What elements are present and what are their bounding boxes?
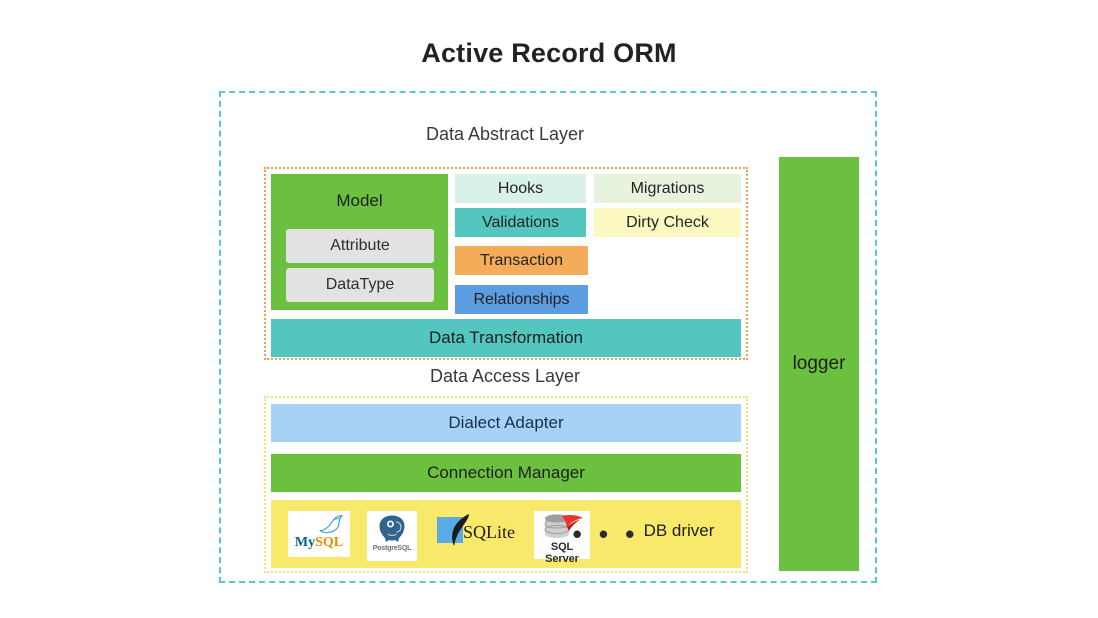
sqlite-feather-icon bbox=[452, 514, 469, 546]
db-driver-ellipsis: • • • bbox=[572, 519, 640, 549]
bar-data-transformation[interactable]: Data Transformation bbox=[271, 319, 741, 357]
feature-box-dirty-check[interactable]: Dirty Check bbox=[594, 208, 741, 237]
model-sub-block-datatype[interactable]: DataType bbox=[286, 268, 434, 302]
db-driver-label: DB driver bbox=[643, 521, 715, 540]
page-title: Active Record ORM bbox=[421, 38, 677, 68]
data-access-layer-heading: Data Access Layer bbox=[429, 366, 581, 386]
logger-column[interactable]: logger bbox=[779, 157, 859, 571]
mysql-dolphin-icon bbox=[319, 514, 343, 534]
bar-dialect-adapter[interactable]: Dialect Adapter bbox=[271, 404, 741, 442]
sqlserver-cylinder-icon bbox=[544, 514, 583, 538]
bar-connection-manager[interactable]: Connection Manager bbox=[271, 454, 741, 492]
postgresql-wordmark: PostgreSQL bbox=[372, 545, 412, 552]
mysql-wordmark-sql: SQL bbox=[315, 535, 344, 550]
postgresql-logo[interactable]: PostgreSQL bbox=[367, 511, 417, 561]
feature-box-validations[interactable]: Validations bbox=[455, 208, 586, 237]
feature-box-migrations[interactable]: Migrations bbox=[594, 174, 741, 203]
sqlserver-logo[interactable]: SQL Server bbox=[534, 511, 590, 565]
sqlserver-wordmark: SQL Server bbox=[545, 541, 579, 565]
data-access-layer-group bbox=[264, 396, 748, 573]
feature-box-relationships[interactable]: Relationships bbox=[455, 285, 588, 314]
model-title: Model bbox=[336, 191, 383, 210]
data-abstract-layer-heading: Data Abstract Layer bbox=[425, 124, 585, 144]
data-abstract-layer-group bbox=[264, 167, 748, 360]
mysql-wordmark: MySQL bbox=[288, 534, 350, 551]
sqlite-logo[interactable]: SQLite bbox=[437, 513, 523, 557]
model-sub-block-attribute[interactable]: Attribute bbox=[286, 229, 434, 263]
db-driver-row: MySQL PostgreSQL SQLite bbox=[271, 500, 741, 568]
mysql-logo[interactable]: MySQL bbox=[288, 511, 350, 557]
model-block[interactable]: Model Attribute DataType bbox=[271, 174, 448, 310]
logger-label: logger bbox=[792, 353, 846, 374]
postgresql-elephant-icon bbox=[379, 515, 405, 542]
feature-box-transaction[interactable]: Transaction bbox=[455, 246, 588, 275]
feature-box-hooks[interactable]: Hooks bbox=[455, 174, 586, 203]
sqlite-wordmark: SQLite bbox=[463, 522, 515, 542]
mysql-wordmark-my: My bbox=[294, 535, 316, 550]
